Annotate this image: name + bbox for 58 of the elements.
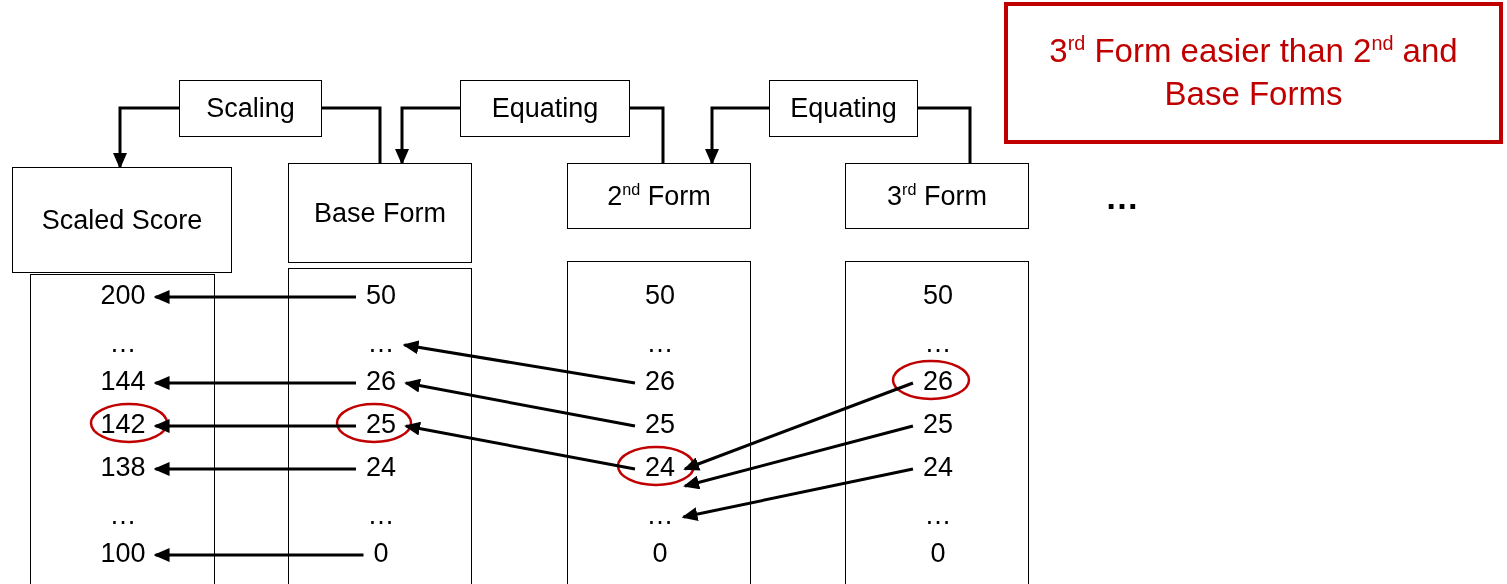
arrow	[683, 381, 914, 471]
score-value: …	[646, 501, 674, 529]
arrow	[153, 419, 356, 433]
arrow	[705, 106, 769, 165]
arrow	[153, 462, 356, 476]
score-value: 26	[366, 367, 396, 395]
score-value: 142	[100, 410, 146, 438]
score-value: 0	[930, 539, 946, 567]
process-box: Equating	[769, 80, 918, 137]
score-value: 25	[923, 410, 953, 438]
process-box: Scaling	[179, 80, 322, 137]
score-value: …	[109, 329, 137, 357]
arrow	[404, 421, 636, 471]
connector-line	[322, 106, 382, 163]
score-value: 50	[645, 281, 675, 309]
score-value: 0	[373, 539, 389, 567]
score-value: …	[924, 329, 952, 357]
arrow	[402, 340, 636, 385]
arrow	[404, 378, 636, 428]
score-value: 50	[366, 281, 396, 309]
form-header-box: Scaled Score	[12, 167, 232, 273]
score-value: 25	[366, 410, 396, 438]
score-value: …	[367, 329, 395, 357]
connector-line	[918, 106, 972, 163]
score-value: 24	[923, 453, 953, 481]
arrow	[683, 424, 914, 490]
continuation-ellipsis: …	[1105, 180, 1139, 214]
score-value: 50	[923, 281, 953, 309]
score-value: …	[109, 501, 137, 529]
score-value: 26	[645, 367, 675, 395]
form-header-box: Base Form	[288, 163, 472, 263]
score-value: 100	[100, 539, 146, 567]
score-value: 138	[100, 453, 146, 481]
score-column	[288, 268, 472, 584]
score-value: 200	[100, 281, 146, 309]
score-value: …	[646, 329, 674, 357]
process-box: Equating	[460, 80, 630, 137]
score-value: 24	[366, 453, 396, 481]
arrow	[681, 467, 914, 521]
score-column	[30, 274, 215, 584]
score-column	[845, 261, 1029, 584]
score-value: 144	[100, 367, 146, 395]
form-header-box: 2$^{nd}$ Form	[567, 163, 751, 229]
arrow	[395, 106, 460, 165]
score-value: 25	[645, 410, 675, 438]
arrow	[153, 548, 364, 562]
score-column	[567, 261, 751, 584]
arrow	[153, 376, 356, 390]
score-value: 24	[645, 453, 675, 481]
note-box: 3$^{rd}$ Form easier than 2$^{nd}$ and Base Forms	[1004, 2, 1503, 144]
score-value: …	[924, 501, 952, 529]
arrow	[113, 106, 179, 169]
form-header-box: 3$^{rd}$ Form	[845, 163, 1029, 229]
connector-line	[630, 106, 665, 163]
score-value: 26	[923, 367, 953, 395]
arrow	[153, 290, 356, 304]
score-value: 0	[652, 539, 668, 567]
score-value: …	[367, 501, 395, 529]
